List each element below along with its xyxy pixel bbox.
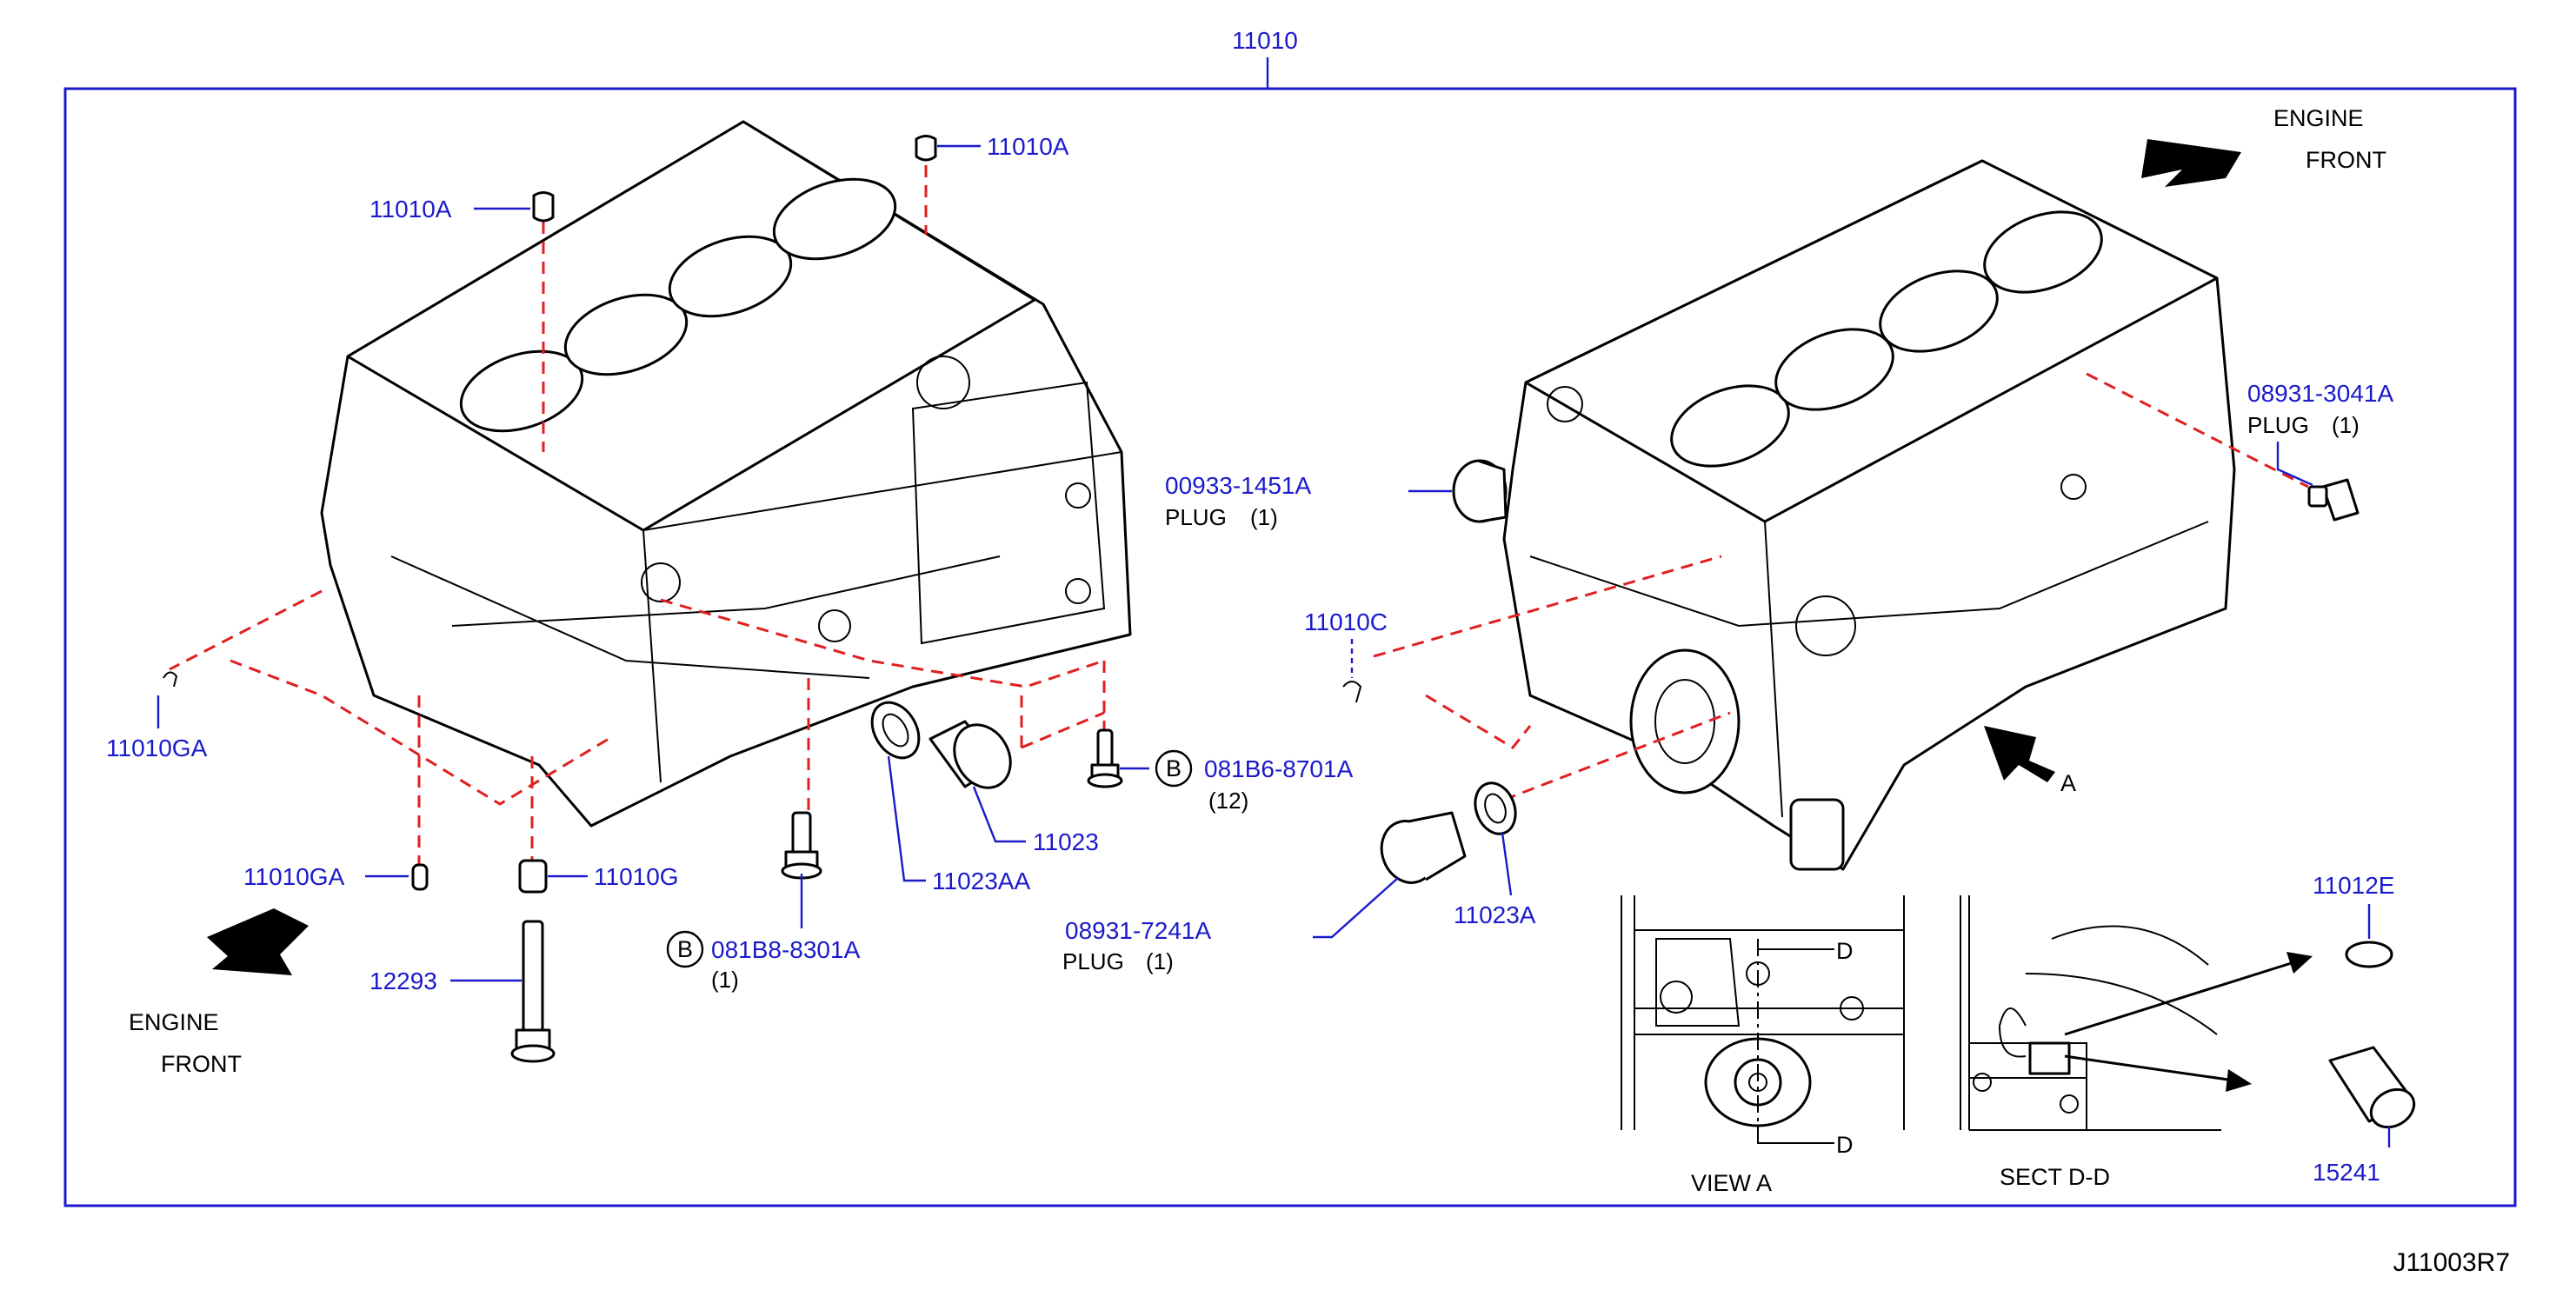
callout-15241[interactable]: 15241 [2313,1127,2391,1186]
engine-front-arrow-left: ENGINE FRONT [129,908,309,1077]
reference-b-circle [1155,749,1193,788]
dowel-11010G-shape [518,859,548,894]
quantity: (12) [1208,788,1248,814]
part-number-08931-3041A: 08931-3041A [2247,380,2393,407]
callout-11023A[interactable]: 11023A [1454,832,1536,928]
bolt-081B8-shape [781,811,822,880]
part-number-11010GA: 11010GA [106,735,208,761]
callout-11023AA[interactable]: 11023AA [887,755,1030,894]
front-label: FRONT [2306,147,2386,173]
diagram-frame [63,87,2517,1207]
leader-line [887,755,926,882]
centerlines-right [1373,372,2309,801]
cylinder-bores-right [1670,210,2103,468]
part-name: PLUG [1062,948,1124,974]
callout-11023[interactable]: 11023 [972,786,1099,855]
arrow-icon [2141,139,2241,187]
engine-block-left [320,120,1132,828]
callout-12293[interactable]: 12293 [369,968,522,994]
engine-label: ENGINE [129,1009,219,1035]
reference-b-label: B [677,936,693,962]
part-number-11010A: 11010A [987,133,1069,160]
plug-08931-7241-shape [1380,811,1467,884]
callout-081B8-8301A[interactable]: B 081B8-8301A (1) [666,874,861,993]
part-number-11010GA: 11010GA [243,863,345,890]
sleeve-15241-shape [2328,1046,2416,1129]
part-number-081B8-8301A: 081B8-8301A [711,936,861,963]
washer-11023AA-shape [870,701,921,760]
part-number-11010G: 11010G [594,863,679,890]
view-a-marker: A [2060,770,2076,796]
bolt-081B6-shape [1087,728,1123,788]
part-number-11023A: 11023A [1454,901,1536,928]
part-number-11010C: 11010C [1304,608,1388,635]
pin-11010C-shape [1342,681,1362,703]
front-label: FRONT [161,1051,242,1077]
washer-11023A-shape [1474,781,1517,835]
callout-11010[interactable]: 11010 [1232,27,1298,89]
sect-d-d-inset: SECT D-D [1960,895,2221,1190]
sect-d-d-label: SECT D-D [2000,1164,2110,1190]
part-number-11023: 11023 [1033,828,1099,855]
part-number-11023AA: 11023AA [932,868,1030,894]
centerlines-left [169,165,1106,869]
callout-08931-3041A[interactable]: 08931-3041A PLUG (1) [2247,380,2393,487]
pointer-arrows [2064,952,2313,1092]
callout-11010GA-left[interactable]: 11010GA [106,695,208,761]
callout-11010A-top[interactable]: 11010A [937,133,1069,160]
part-name: PLUG [2247,412,2309,438]
pin-11010GA-bottom-shape [411,863,429,891]
callout-11010A-left[interactable]: 11010A [369,196,530,223]
view-a-label: VIEW A [1691,1170,1772,1196]
part-number-00933-1451A: 00933-1451A [1165,472,1311,499]
callout-11012E[interactable]: 11012E [2313,872,2394,939]
cap-11010A-top-shape [915,135,937,162]
part-name: PLUG [1165,504,1227,530]
quantity: (1) [2332,412,2360,438]
reference-b-label: B [1166,755,1181,781]
callout-00933-1451A[interactable]: 00933-1451A PLUG (1) [1165,472,1452,530]
leader-line [1313,877,1399,939]
section-d-marker-bottom: D [1836,1132,1854,1158]
engine-front-arrow-right: ENGINE FRONT [2141,105,2386,187]
oring-11012E-shape [2345,941,2393,968]
callout-11010C[interactable]: 11010C [1304,608,1388,678]
callout-081B6-8701A[interactable]: B 081B6-8701A (12) [1120,749,1354,814]
engine-label: ENGINE [2273,105,2364,131]
plug-00933-shape [1452,459,1508,523]
part-number-15241: 15241 [2313,1159,2380,1186]
leader-line [972,786,1026,843]
part-number-11010: 11010 [1232,27,1298,54]
part-number-081B6-8701A: 081B6-8701A [1204,755,1354,782]
arrow-icon [207,908,309,975]
plug-08931-3041-shape [2307,478,2360,522]
view-a-arrow: A [1984,726,2076,796]
engine-block-right [1502,159,2236,871]
callout-08931-7241A[interactable]: 08931-7241A PLUG (1) [1062,877,1399,974]
part-number-11010A: 11010A [369,196,452,223]
leader-line [2276,442,2313,487]
pin-11010GA-left-shape [163,671,178,688]
part-number-08931-7241A: 08931-7241A [1065,917,1211,944]
callout-11010G[interactable]: 11010G [548,863,679,890]
drawing-id: J11003R7 [2393,1248,2510,1277]
plug-11023-shape [929,720,1012,789]
cap-11010A-left-shape [532,191,555,223]
bolt-12293-shape [510,920,556,1063]
leader-line [1501,832,1513,896]
callout-11010GA-bottom[interactable]: 11010GA [243,863,409,890]
section-d-marker-top: D [1836,938,1854,964]
view-a-inset: D D VIEW A [1621,895,1905,1196]
arrow-icon [1984,726,2055,782]
quantity: (1) [1250,504,1278,530]
quantity: (1) [1146,948,1174,974]
part-number-12293: 12293 [369,968,437,994]
quantity: (1) [711,967,739,993]
cylinder-bores-left [459,177,897,433]
reference-b-circle [666,930,704,968]
part-number-11012E: 11012E [2313,872,2394,899]
